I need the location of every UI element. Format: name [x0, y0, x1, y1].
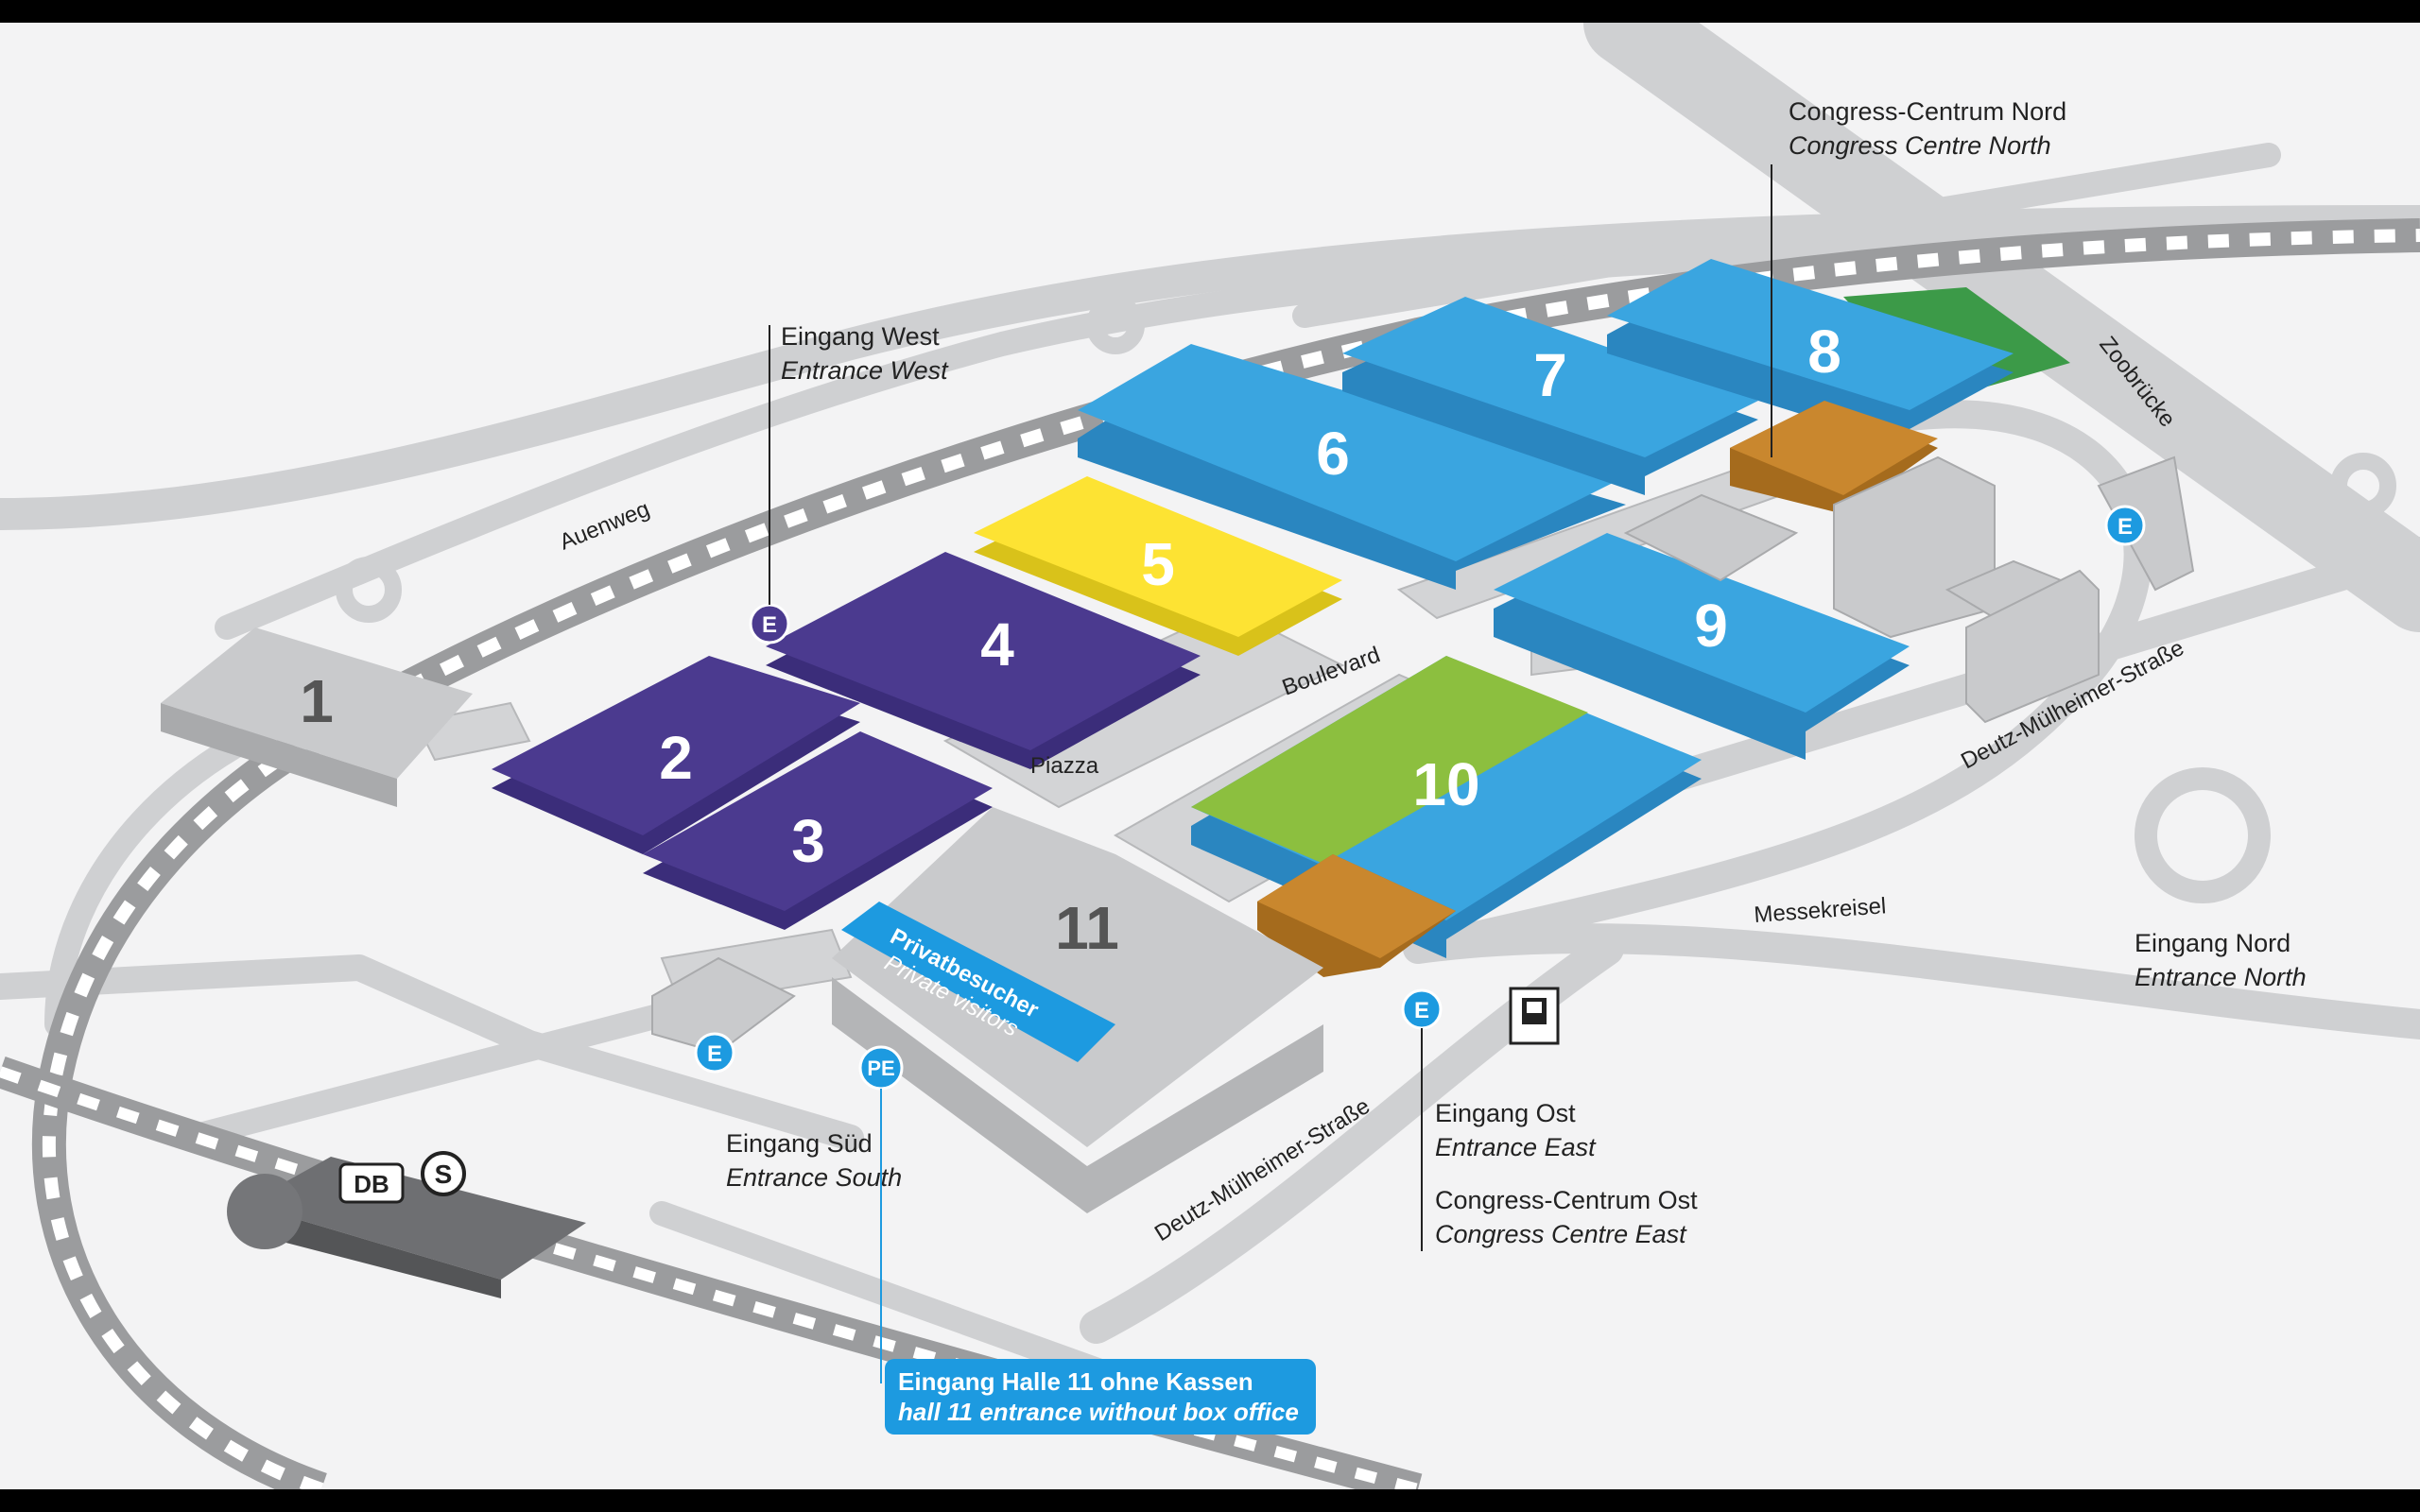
congress-centre-north[interactable] — [1730, 401, 1938, 514]
road-east-loop — [1404, 400, 2152, 963]
congress-north-en: Congress Centre North — [1789, 131, 2051, 160]
hall-1-label: 1 — [300, 667, 334, 735]
service-buildings — [1623, 455, 2195, 724]
road-southwest — [177, 1003, 674, 1150]
entrance-badge-north-text: E — [2118, 514, 2133, 540]
hall-7[interactable]: 7 — [1342, 297, 1758, 495]
hall11-entrance-en: hall 11 entrance without box office — [898, 1398, 1299, 1426]
entrance-badge-south[interactable]: E — [694, 1032, 735, 1074]
entrance-badge-west[interactable]: E — [749, 603, 790, 644]
entrance-west-de: Eingang West — [781, 322, 940, 351]
hall-3-label: 3 — [791, 807, 825, 875]
hall-9[interactable]: 9 — [1494, 533, 1910, 760]
entrance-badge-west-text: E — [762, 612, 777, 638]
congress-east-en: Congress Centre East — [1435, 1220, 1686, 1248]
hall-8-label: 8 — [1807, 318, 1841, 386]
hall-7-label: 7 — [1533, 341, 1567, 409]
congress-east-label: Congress-Centrum Ost Congress Centre Eas… — [1435, 1183, 1698, 1251]
db-logo-text: DB — [354, 1170, 389, 1198]
entrance-east-en: Entrance East — [1435, 1133, 1596, 1161]
hall-4[interactable]: 4 — [766, 552, 1201, 769]
road-messekreisel — [1403, 923, 2420, 1040]
hall-1[interactable]: 1 — [161, 627, 473, 807]
entrance-badge-east[interactable]: E — [1401, 988, 1443, 1030]
entrance-west-en: Entrance West — [781, 356, 948, 385]
hall-4-label: 4 — [980, 610, 1014, 679]
congress-east-de: Congress-Centrum Ost — [1435, 1186, 1698, 1214]
south-entrance-building — [651, 956, 796, 1055]
hall-8[interactable]: 8 — [1607, 259, 2014, 448]
hall-5[interactable]: 5 — [974, 476, 1342, 656]
hall-6[interactable]: 6 — [1078, 344, 1626, 590]
entrance-north-de: Eingang Nord — [2135, 929, 2291, 957]
hall-10-label: 10 — [1412, 750, 1479, 818]
roundabout-1 — [336, 557, 402, 623]
tram-icon — [1509, 987, 1560, 1045]
hall-2[interactable]: 2 — [492, 656, 860, 854]
entrance-east-label: Eingang Ost Entrance East — [1435, 1096, 1596, 1164]
hall11-entrance-tag: Eingang Halle 11 ohne Kassen hall 11 ent… — [885, 1359, 1316, 1435]
hall11-entrance-de: Eingang Halle 11 ohne Kassen — [898, 1367, 1253, 1396]
road-zoobruecke — [1583, 23, 2420, 632]
leader-lines — [769, 164, 1772, 1383]
entrance-north-en: Entrance North — [2135, 963, 2307, 991]
railway-station: DB S — [227, 1151, 586, 1298]
entrance-badge-private-text: PE — [867, 1057, 894, 1080]
entrance-south-en: Entrance South — [726, 1163, 903, 1192]
roundabout-3 — [2330, 453, 2396, 519]
entrance-badge-north[interactable]: E — [2104, 505, 2146, 546]
street-auenweg: Auenweg — [556, 496, 653, 556]
hall-9-label: 9 — [1694, 592, 1728, 660]
plaza-label: Piazza — [1030, 753, 1099, 779]
entrance-west-label: Eingang West Entrance West — [781, 319, 948, 387]
road-upper-diag — [1292, 143, 2281, 328]
railway-ties — [43, 229, 2420, 1489]
entrance-badge-east-text: E — [1414, 998, 1429, 1023]
roundabout-4 — [2135, 767, 2271, 903]
hall-5-label: 5 — [1141, 530, 1175, 598]
roundabout-2 — [1086, 296, 1145, 354]
congress-centre-east[interactable] — [1257, 854, 1456, 977]
hall-2-label: 2 — [659, 724, 693, 792]
exhibition-site-map: 1 2 3 4 5 6 7 8 9 — [0, 23, 2420, 1489]
sbahn-logo-text: S — [435, 1160, 453, 1189]
road-southeast — [649, 1201, 1147, 1396]
entrance-north-label: Eingang Nord Entrance North — [2135, 926, 2307, 994]
entrance-south-label: Eingang Süd Entrance South — [726, 1126, 902, 1194]
entrance-south-de: Eingang Süd — [726, 1129, 873, 1158]
entrance-badge-private[interactable]: PE — [858, 1045, 904, 1091]
road-north-inner — [215, 228, 2149, 640]
congress-north-label: Congress-Centrum Nord Congress Centre No… — [1789, 94, 2066, 163]
road-south — [0, 954, 864, 1151]
congress-north-de: Congress-Centrum Nord — [1789, 97, 2067, 126]
station-dome — [227, 1174, 302, 1249]
entrance-badge-south-text: E — [707, 1041, 722, 1067]
street-messekreisel: Messekreisel — [1754, 893, 1888, 928]
sbahn-logo — [421, 1151, 466, 1196]
map-canvas: 1 2 3 4 5 6 7 8 9 — [0, 23, 2420, 1489]
db-logo — [338, 1162, 405, 1204]
entrance-east-de: Eingang Ost — [1435, 1099, 1576, 1127]
hall-3[interactable]: 3 — [643, 731, 993, 930]
hall-11-label: 11 — [1055, 894, 1119, 962]
roads — [0, 23, 2420, 1396]
hall-6-label: 6 — [1316, 420, 1350, 488]
